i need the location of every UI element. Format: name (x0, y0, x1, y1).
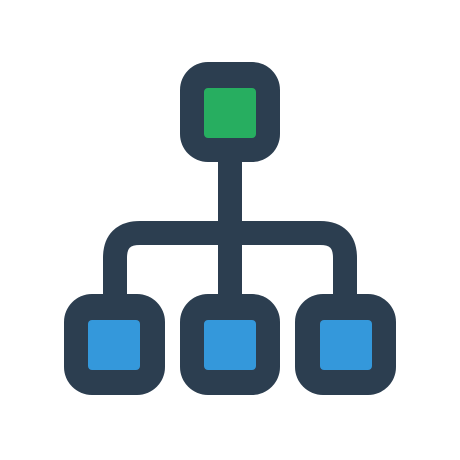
child-left-fill (88, 320, 140, 370)
child-node-center (180, 294, 280, 395)
root-node (180, 62, 280, 162)
root-node-fill (204, 88, 256, 138)
connector-lines (103, 146, 357, 312)
child-node-left (64, 294, 165, 395)
child-center-fill (204, 320, 256, 370)
child-right-fill (320, 320, 372, 370)
connector-branch (103, 221, 357, 312)
child-node-right (295, 294, 396, 395)
